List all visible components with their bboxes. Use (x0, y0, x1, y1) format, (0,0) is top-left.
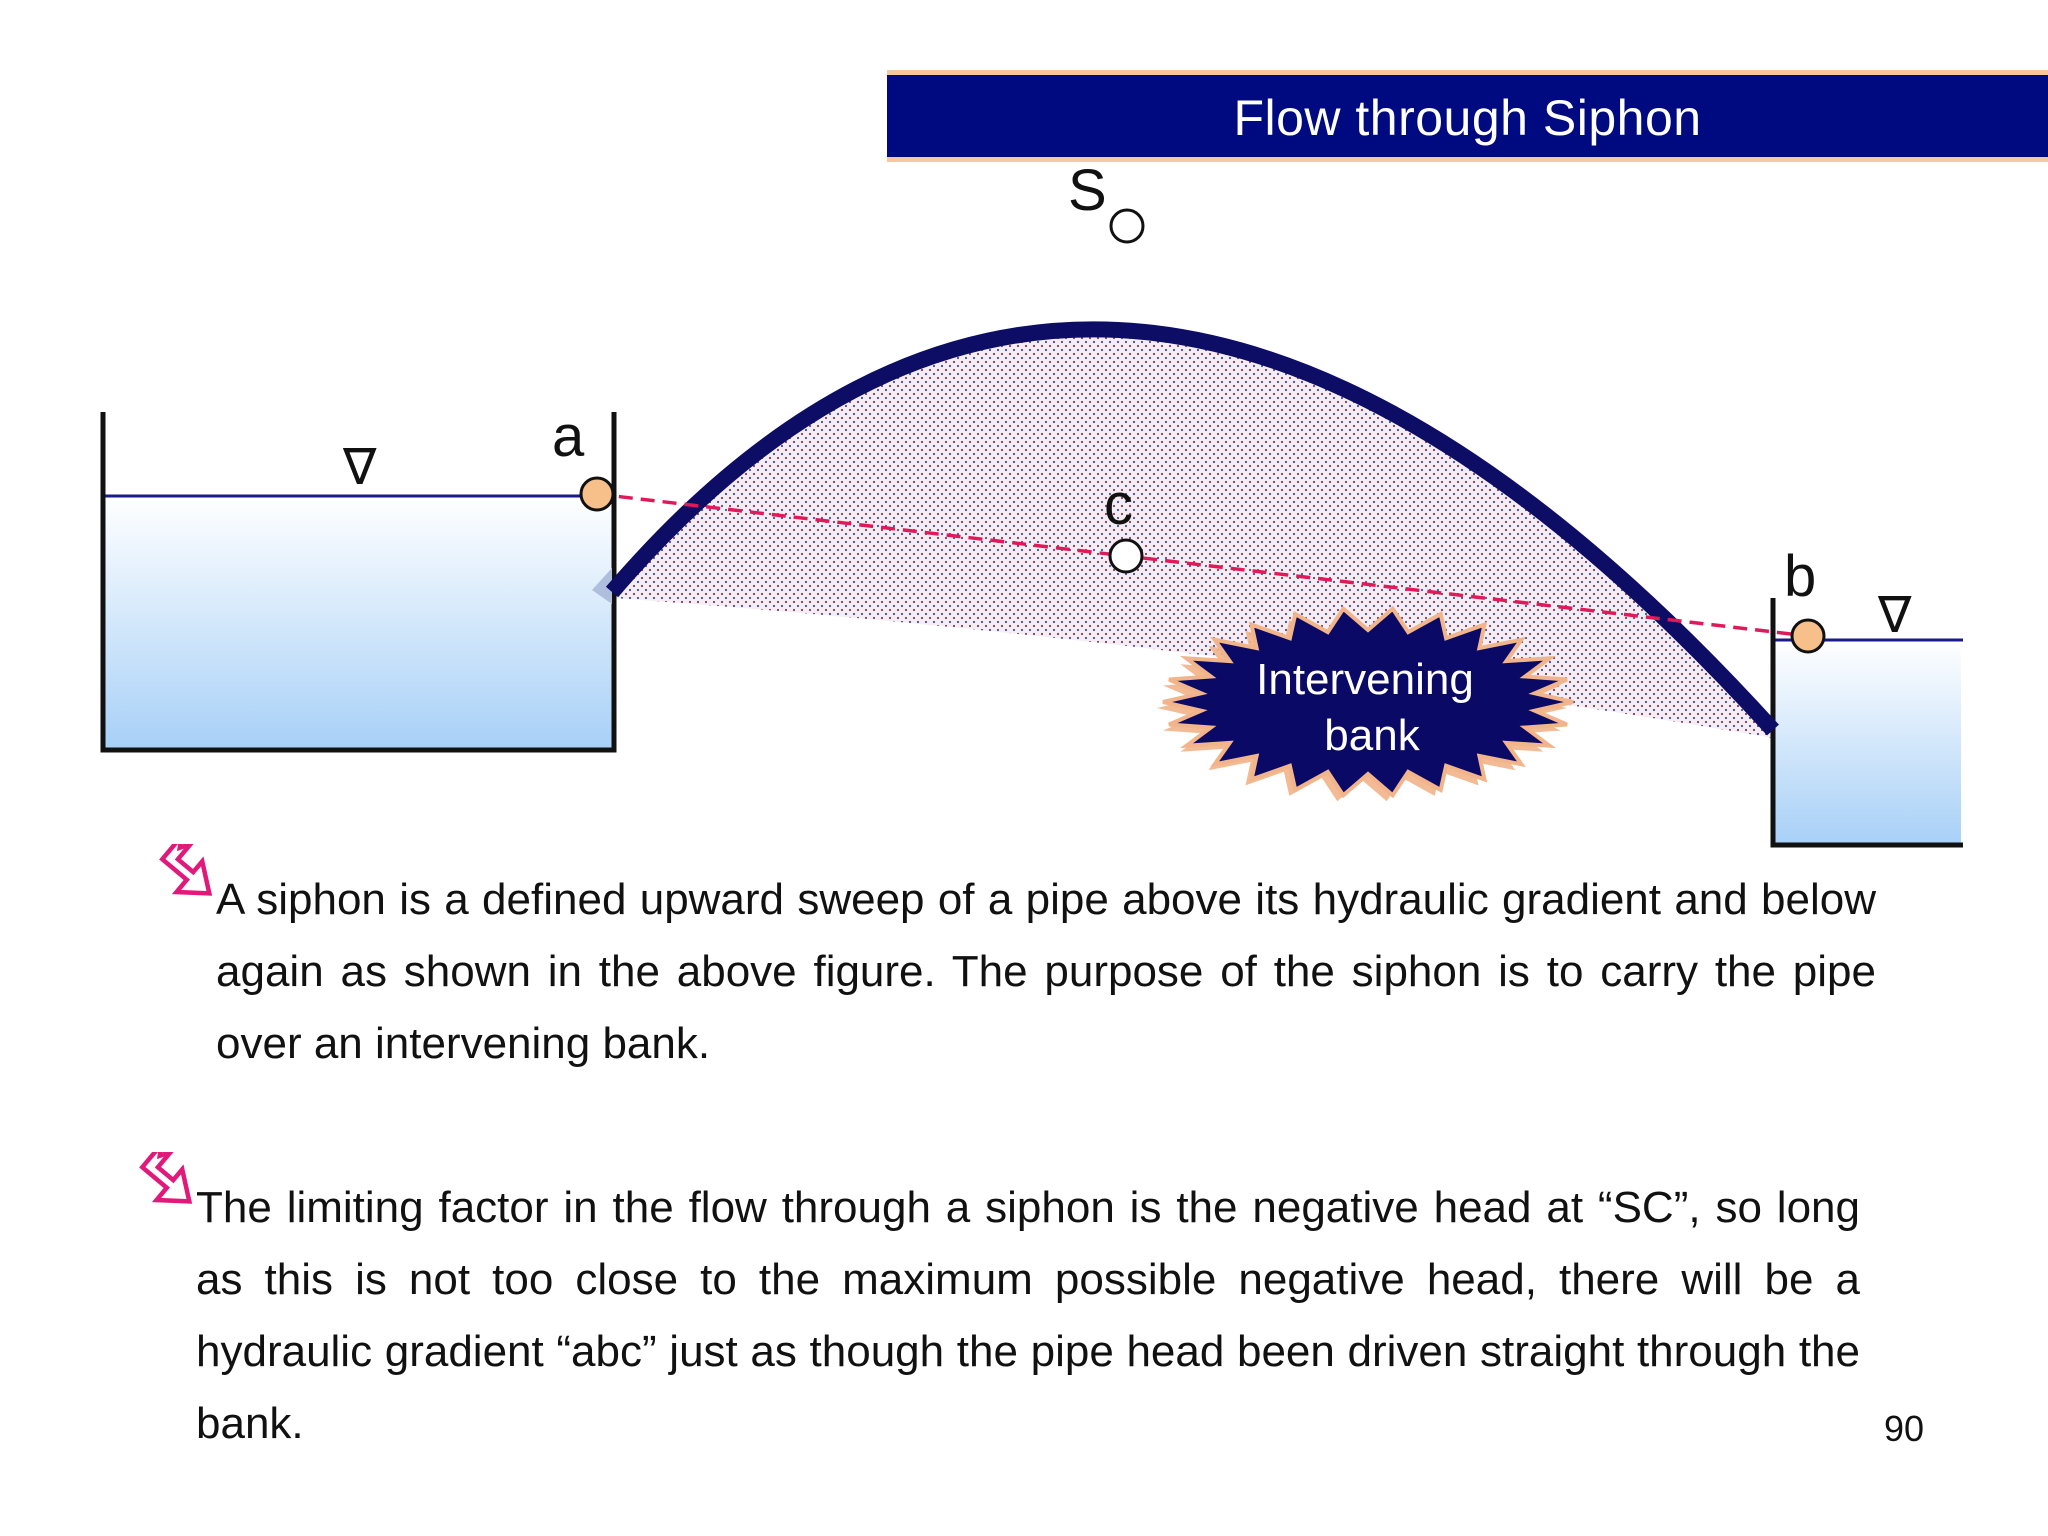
pipe-inlet-marker (592, 568, 612, 604)
slide-title: Flow through Siphon (1233, 90, 1702, 146)
point-b (1790, 618, 1826, 654)
label-s: S (1068, 158, 1107, 223)
intervening-bank-badge: Intervening bank (1157, 605, 1574, 802)
bullet-text-1: A siphon is a defined upward sweep of a … (216, 875, 1876, 1068)
free-surface-symbol-right: ∇ (1877, 586, 1912, 644)
label-c: c (1104, 472, 1133, 537)
free-surface-symbol-left: ∇ (342, 438, 377, 496)
page-number: 90 (1883, 1408, 1924, 1449)
siphon-diagram: S a c b ∇ ∇ Intervening bank (100, 158, 1963, 848)
point-s (1109, 208, 1145, 244)
siphon-pipe (605, 321, 1779, 736)
left-reservoir-water (103, 496, 614, 748)
right-reservoir-water (1773, 640, 1961, 844)
title-bar: Flow through Siphon (887, 70, 2048, 162)
point-c (1108, 538, 1144, 574)
point-a (579, 476, 615, 512)
hydraulic-gradient-line (596, 492, 1809, 638)
bullet-text-2: The limiting factor in the flow through … (196, 1183, 1860, 1448)
bank-label-line1: Intervening (1256, 655, 1474, 704)
bullet-arrow-icon (139, 1152, 193, 1204)
right-reservoir-walls (1770, 598, 1963, 848)
label-b: b (1784, 544, 1816, 609)
bank-label-line2: bank (1324, 711, 1420, 760)
bullet-arrow-icon (159, 844, 213, 896)
label-a: a (552, 404, 585, 469)
